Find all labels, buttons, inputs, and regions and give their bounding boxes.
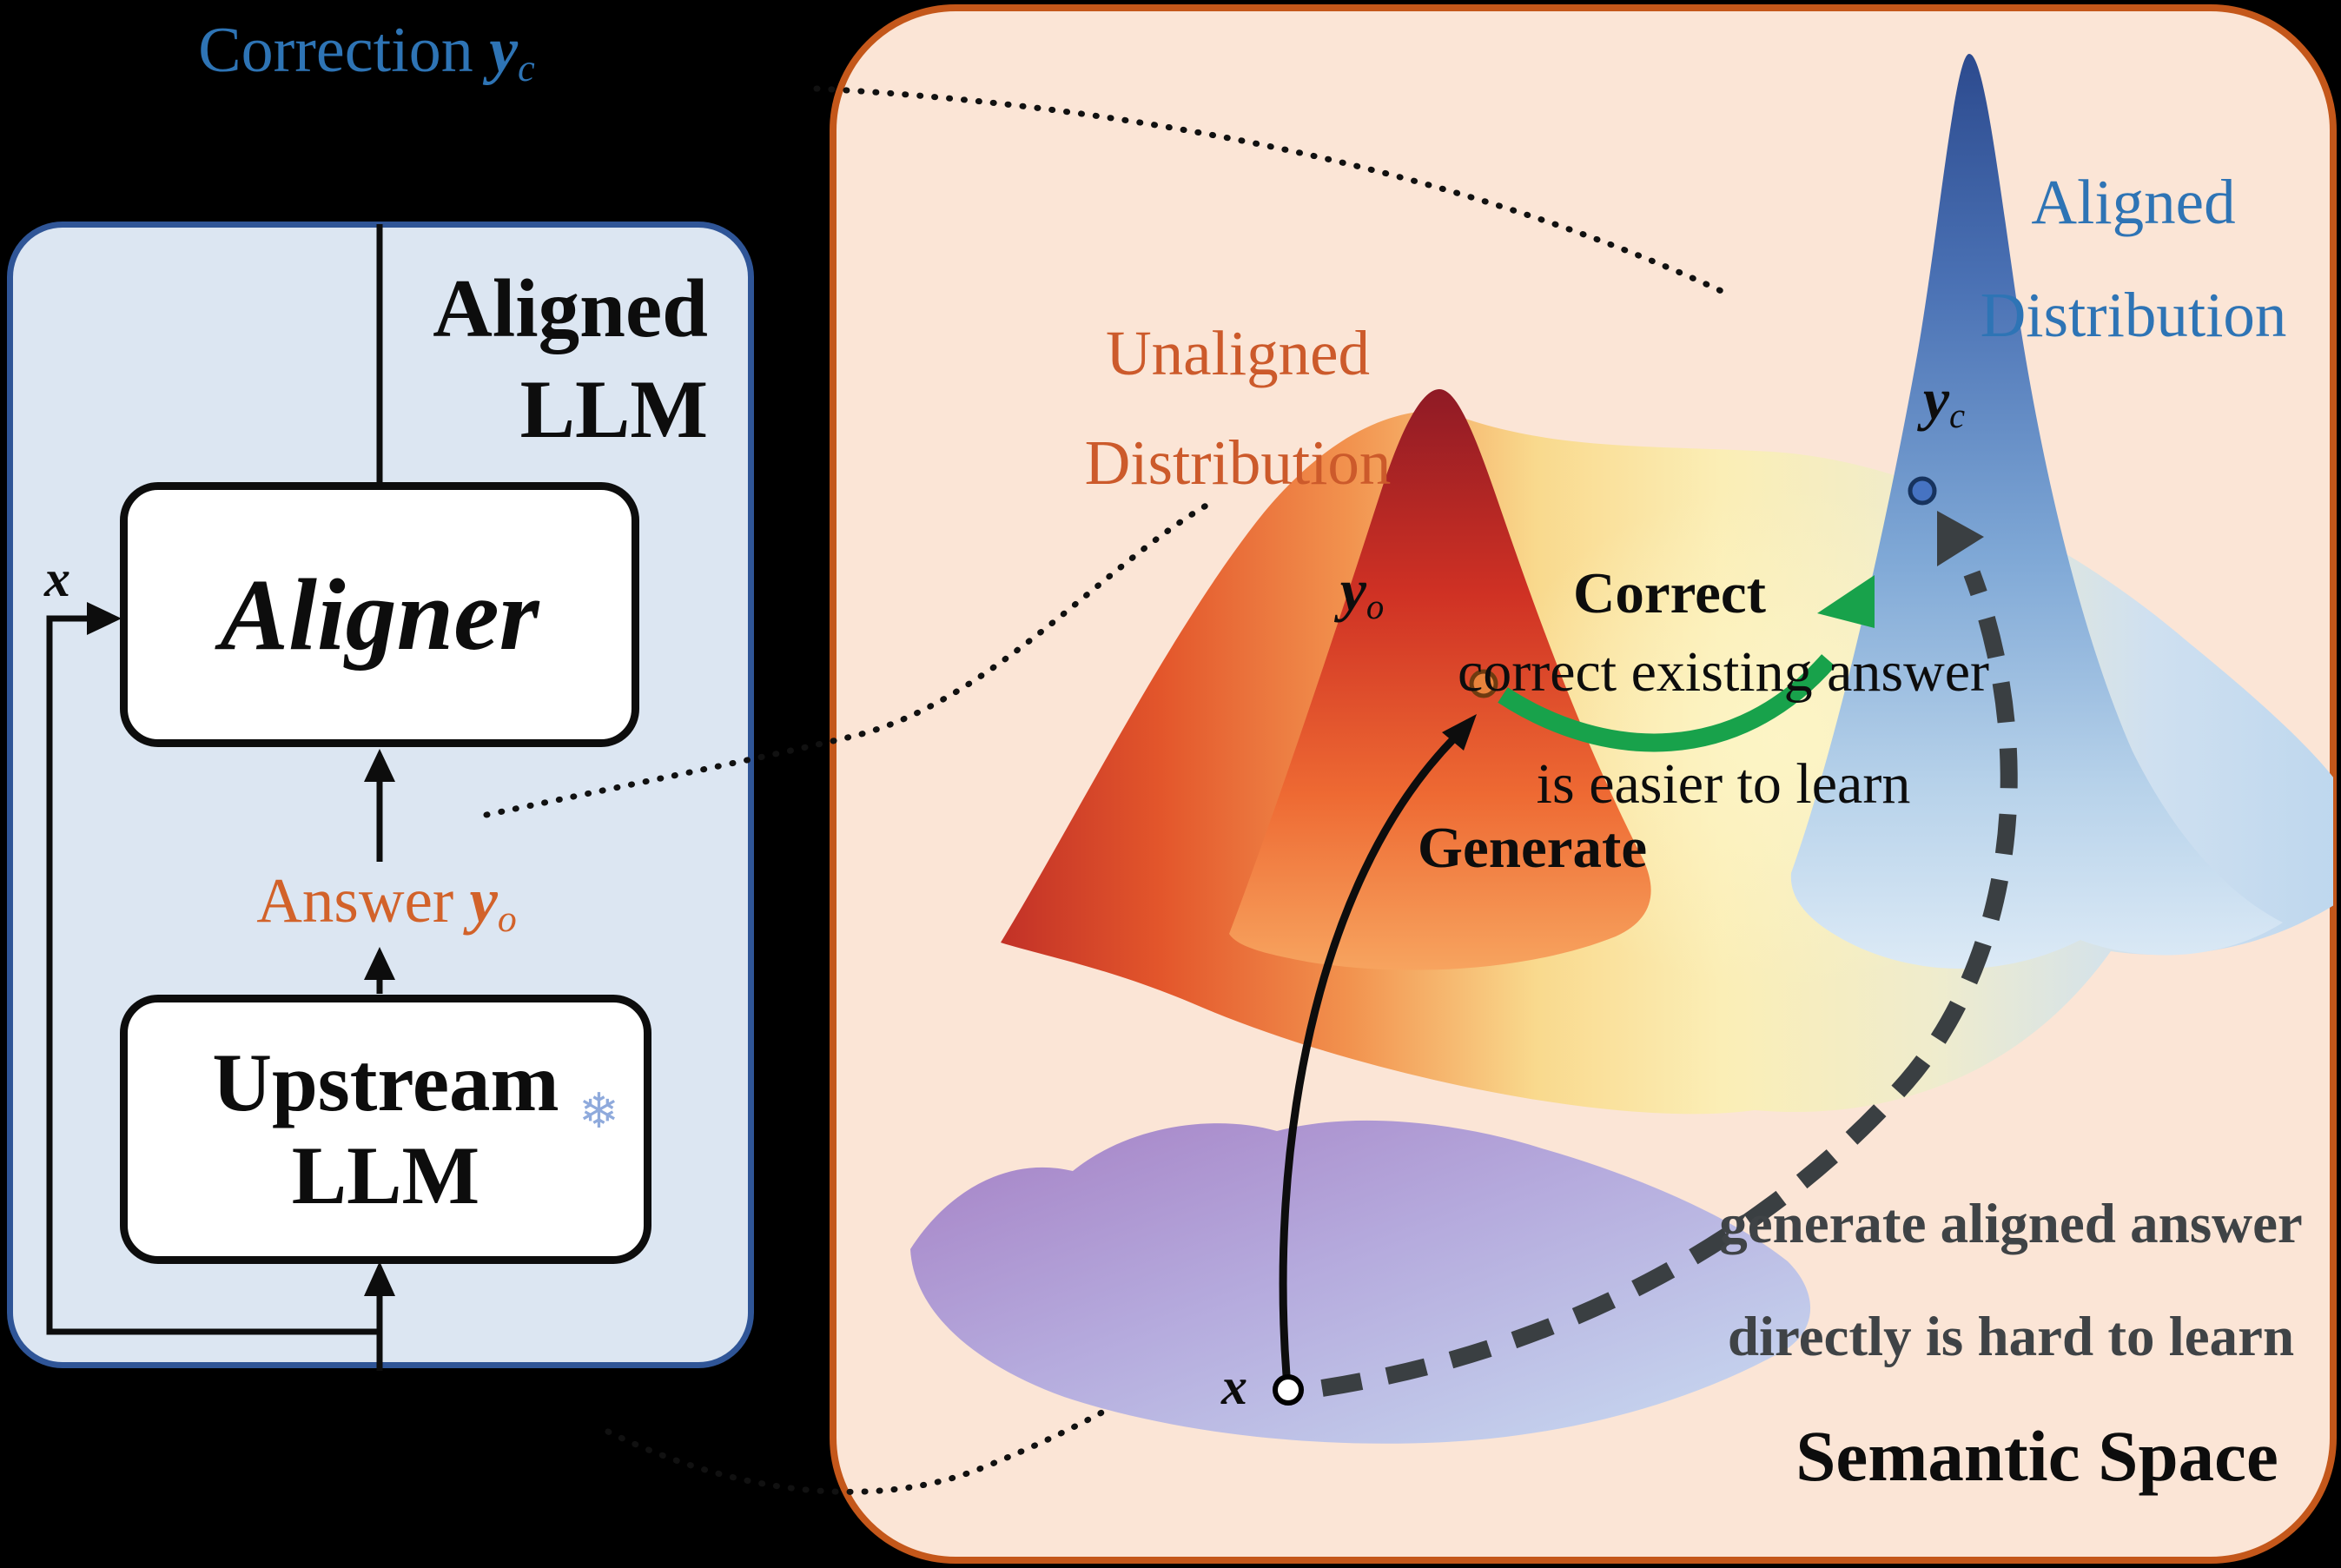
aligned-dist-line2: Distribution xyxy=(1980,279,2287,350)
x-point xyxy=(1273,1374,1304,1406)
aligned-llm-line1: Aligned xyxy=(433,262,708,354)
aligned-llm-line2: LLM xyxy=(519,362,708,455)
semantic-plane-surface xyxy=(910,1120,1811,1444)
aligned-dist-line1: Aligned xyxy=(2031,167,2236,237)
generate-note-line1: generate aligned answer xyxy=(1719,1193,2303,1255)
correction-label: Correction yc xyxy=(198,14,535,90)
aligned-distribution-title: Aligned Distribution xyxy=(1981,146,2287,372)
yo-point xyxy=(1469,669,1498,698)
yo-sub: o xyxy=(1366,587,1385,627)
generate-arrow xyxy=(1279,737,1456,1376)
yc-point xyxy=(1908,476,1937,506)
answer-sub: o xyxy=(497,897,517,940)
unaligned-line1: Unaligned xyxy=(1105,318,1371,388)
answer-label: Answer yo xyxy=(256,864,517,941)
correct-note: correct existing answer is easier to lea… xyxy=(1458,617,1989,840)
upstream-llm-box: Upstream LLM xyxy=(120,995,651,1264)
aligned-peak-surface xyxy=(1790,54,2283,969)
generate-note: generate aligned answer directly is hard… xyxy=(1719,1168,2303,1393)
unaligned-peak-surface xyxy=(1229,389,1651,970)
answer-var: y xyxy=(469,865,498,936)
yc-var: y xyxy=(1922,366,1950,432)
generate-note-line2: directly is hard to learn xyxy=(1727,1306,2295,1368)
correct-arrow-label: Correct xyxy=(1573,561,1766,625)
direct-generation-arrowhead xyxy=(1937,511,1984,566)
correct-note-line1: correct existing answer xyxy=(1457,640,1990,704)
upstream-line2: LLM xyxy=(291,1129,480,1221)
upstream-line1: Upstream xyxy=(212,1035,559,1128)
yo-point-label: yo xyxy=(1340,556,1385,627)
x-feedback-arrowhead xyxy=(87,602,122,635)
aligner-box: Aligner xyxy=(120,482,639,747)
correct-note-line2: is easier to learn xyxy=(1536,751,1911,816)
aligned-llm-title: Aligned LLM xyxy=(417,259,708,460)
correction-sub: c xyxy=(518,46,535,90)
unaligned-distribution-title: Unaligned Distribution xyxy=(1085,299,1392,517)
upstream-box-label: Upstream LLM xyxy=(212,1036,559,1223)
answer-to-aligner-arrowhead xyxy=(364,749,395,782)
leader-dotted-middle xyxy=(483,500,1213,818)
yc-sub: c xyxy=(1949,396,1966,436)
correction-var: y xyxy=(489,15,519,86)
upstream-to-answer-arrowhead xyxy=(364,947,395,980)
unaligned-line2: Distribution xyxy=(1084,427,1392,498)
correction-text: Correction xyxy=(198,15,490,86)
x-input-label: x xyxy=(44,550,70,607)
correct-arrow xyxy=(1498,654,1835,752)
yo-var: y xyxy=(1339,557,1366,623)
x-point-label: x xyxy=(1221,1358,1247,1415)
generate-arrow-label: Generate xyxy=(1417,816,1648,880)
answer-text: Answer xyxy=(256,865,470,936)
semantic-space-label: Semantic Space xyxy=(1795,1416,2278,1496)
direct-generation-dashed-arrow xyxy=(1320,570,2018,1397)
aligner-box-label: Aligner xyxy=(220,557,539,672)
generate-arrowhead xyxy=(1442,714,1477,751)
leader-dotted-top xyxy=(813,85,1730,297)
yc-point-label: yc xyxy=(1923,365,1965,436)
x-feedback-line xyxy=(46,615,380,1335)
correct-arrowhead xyxy=(1817,575,1875,628)
snowflake-icon: ❄ xyxy=(579,1085,619,1139)
input-arrowhead xyxy=(364,1261,395,1296)
